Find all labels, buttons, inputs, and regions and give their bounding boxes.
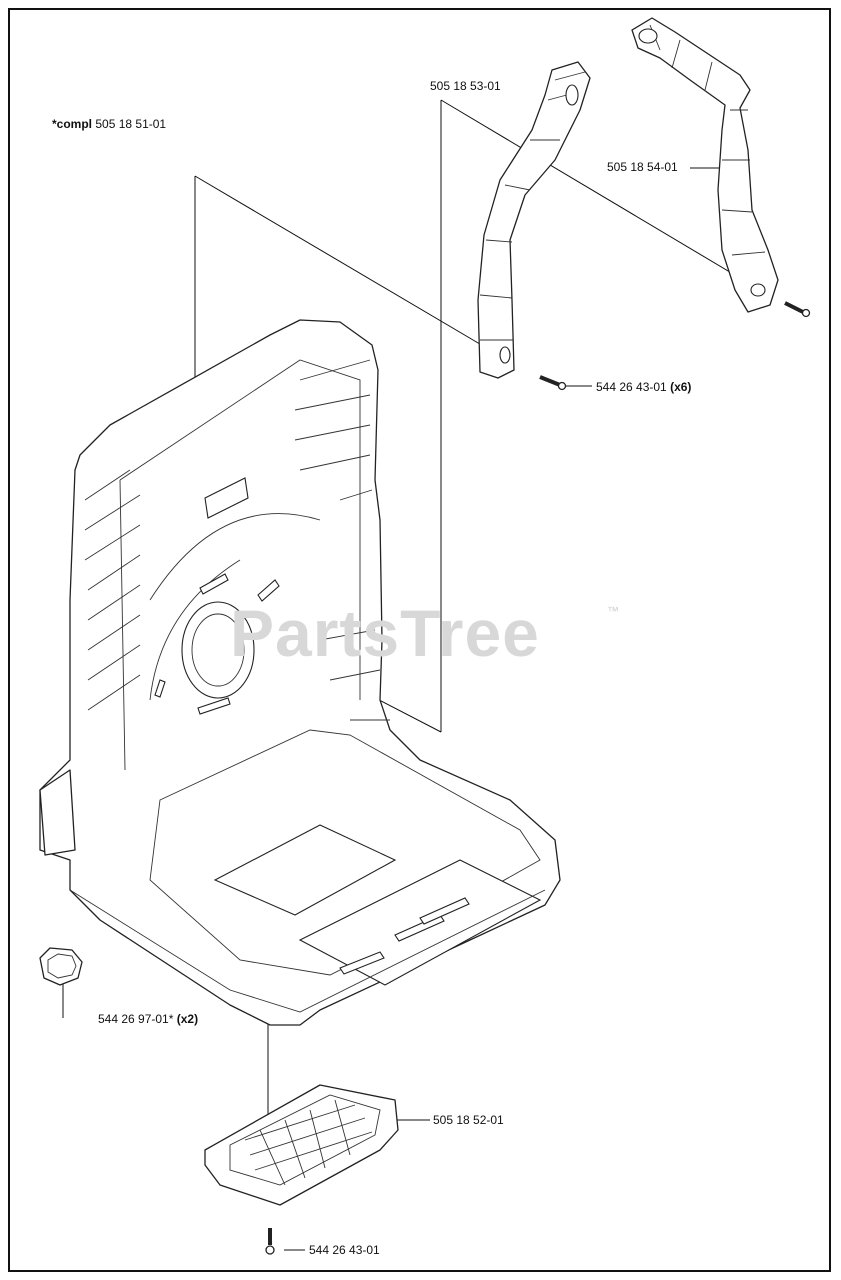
callout-plate-screw[interactable]: 544 26 43-01: [309, 1243, 380, 1257]
part-number: 544 26 97-01*: [98, 1012, 174, 1026]
callout-back-plate[interactable]: 505 18 52-01: [433, 1113, 504, 1127]
handle-right-part: [477, 61, 591, 379]
callout-prefix: *compl: [52, 117, 93, 131]
callout-right-handle[interactable]: 505 18 53-01: [430, 79, 501, 93]
part-number: 505 18 51-01: [95, 117, 167, 131]
callout-handle-screw[interactable]: 544 26 43-01 (x6): [596, 380, 691, 394]
quantity-label: (x6): [670, 380, 692, 394]
callout-frame-complete[interactable]: *compl 505 18 51-01: [52, 117, 166, 131]
callout-left-handle[interactable]: 505 18 54-01: [607, 160, 678, 174]
cushion-part: [39, 947, 83, 986]
part-number: 544 26 43-01: [309, 1243, 380, 1257]
quantity-label: (x2): [176, 1012, 199, 1026]
part-number: 505 18 53-01: [430, 79, 501, 93]
watermark-text: PartsTree: [230, 596, 540, 670]
part-number: 544 26 43-01: [596, 380, 667, 394]
frame-complete-part: [39, 319, 561, 1026]
handle-left-part: [631, 17, 779, 313]
screw-handle-part: [539, 301, 811, 391]
part-number: 505 18 52-01: [433, 1113, 504, 1127]
callout-cushion[interactable]: 544 26 97-01* (x2): [98, 1012, 198, 1026]
part-number: 505 18 54-01: [607, 160, 678, 174]
watermark-trademark: ™: [607, 604, 619, 618]
screw-plate-part: [265, 1228, 275, 1255]
back-plate-part: [204, 1084, 399, 1206]
